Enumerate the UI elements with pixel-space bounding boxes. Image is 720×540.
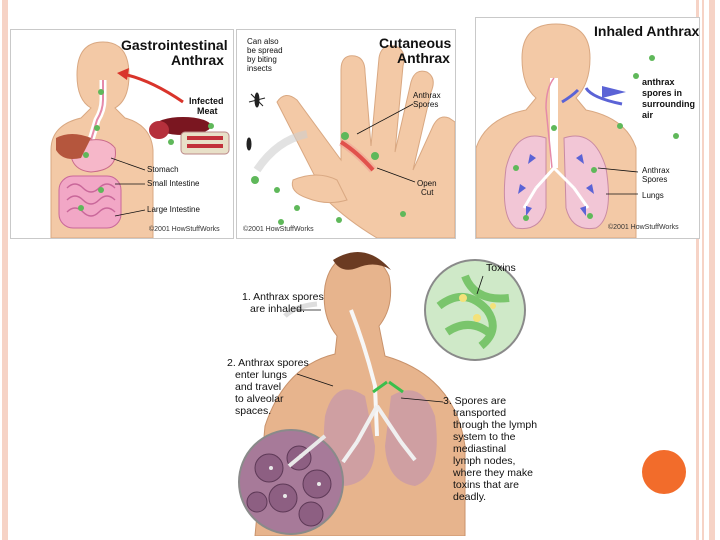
stomach-label: Stomach bbox=[147, 165, 179, 174]
cutaneous-copyright: ©2001 HowStuffWorks bbox=[243, 226, 314, 233]
right-decor-stripe bbox=[702, 0, 704, 540]
intestine-shape bbox=[58, 175, 122, 229]
infected-meat-label-line2: Meat bbox=[197, 106, 218, 116]
infected-meat-image bbox=[149, 117, 230, 155]
inhaled-illustration bbox=[476, 23, 679, 238]
insect-note-line2: be spread bbox=[247, 46, 283, 55]
gi-title-line2: Anthrax bbox=[171, 52, 224, 68]
right-decor-stripe bbox=[709, 0, 715, 540]
alveoli-inset bbox=[238, 429, 344, 535]
right-decor-stripe bbox=[696, 0, 699, 540]
cutaneous-illustration bbox=[246, 45, 455, 238]
lungs-shape bbox=[503, 135, 609, 230]
open-cut-label: Open bbox=[417, 179, 437, 188]
air-spores-label: anthrax bbox=[642, 77, 675, 87]
lungs-label: Lungs bbox=[642, 191, 664, 200]
gi-anthrax-panel: Gastrointestinal Anthrax Infected Meat S… bbox=[10, 29, 234, 239]
small-intestine-label: Small Intestine bbox=[147, 179, 200, 188]
cutaneous-title: Cutaneous bbox=[379, 35, 452, 51]
cutaneous-anthrax-panel: Cutaneous Anthrax Can also be spread by … bbox=[236, 29, 456, 239]
inhaled-spores-label: Anthrax bbox=[642, 166, 670, 175]
air-spores-label-line2: spores in bbox=[642, 88, 683, 98]
lymph-illustration bbox=[238, 252, 526, 536]
accent-circle bbox=[642, 450, 686, 494]
left-decor-stripe bbox=[2, 0, 8, 540]
open-cut-label-line2: Cut bbox=[421, 188, 434, 197]
step3-label-line8: toxins that are bbox=[453, 479, 519, 491]
gi-title: Gastrointestinal bbox=[121, 37, 228, 53]
insect-note-line4: insects bbox=[247, 64, 272, 73]
gi-copyright: ©2001 HowStuffWorks bbox=[149, 226, 220, 233]
inhaled-title: Inhaled Anthrax bbox=[594, 23, 700, 39]
insect-note-line3: by biting bbox=[247, 55, 277, 64]
lymph-node-inset bbox=[424, 259, 526, 361]
step3-label-line6: lymph nodes, bbox=[453, 455, 516, 467]
step3-label-line3: through the lymph bbox=[453, 419, 538, 431]
step1-label: 1. Anthrax spores bbox=[242, 291, 324, 303]
step3-label-line5: mediastinal bbox=[453, 443, 507, 455]
air-spores-label-line4: air bbox=[642, 110, 654, 120]
insect-icon bbox=[246, 92, 266, 151]
step2-label-line5: spaces. bbox=[235, 405, 272, 417]
step2-label-line2: enter lungs bbox=[235, 369, 287, 381]
cutaneous-spores-label-line2: Spores bbox=[413, 100, 439, 109]
step1-label-line2: are inhaled. bbox=[250, 303, 305, 315]
step3-label-line9: deadly. bbox=[453, 491, 487, 503]
step2-label-line4: to alveolar bbox=[235, 393, 284, 405]
air-spores-label-line3: surrounding bbox=[642, 99, 695, 109]
toxins-label: Toxins bbox=[486, 262, 516, 274]
step3-label-line7: where they make bbox=[453, 467, 533, 479]
gi-illustration bbox=[50, 41, 230, 238]
inhaled-anthrax-panel: Inhaled Anthrax anthrax spores in surrou… bbox=[475, 17, 700, 239]
step3-label-line2: transported bbox=[453, 407, 507, 419]
cutaneous-title-line2: Anthrax bbox=[397, 50, 450, 66]
large-intestine-label: Large Intestine bbox=[147, 205, 200, 214]
step2-label: 2. Anthrax spores bbox=[227, 357, 309, 369]
inhaled-copyright: ©2001 HowStuffWorks bbox=[608, 224, 679, 231]
insect-note: Can also bbox=[247, 37, 279, 46]
step3-label: 3. Spores are bbox=[443, 395, 507, 407]
step3-label-line4: system to the bbox=[453, 431, 516, 443]
inhaled-spores-label-line2: Spores bbox=[642, 175, 668, 184]
cutaneous-spores-label: Anthrax bbox=[413, 91, 441, 100]
step2-label-line3: and travel bbox=[235, 381, 282, 393]
lymph-diagram bbox=[225, 246, 545, 536]
infected-meat-label: Infected bbox=[189, 96, 224, 106]
